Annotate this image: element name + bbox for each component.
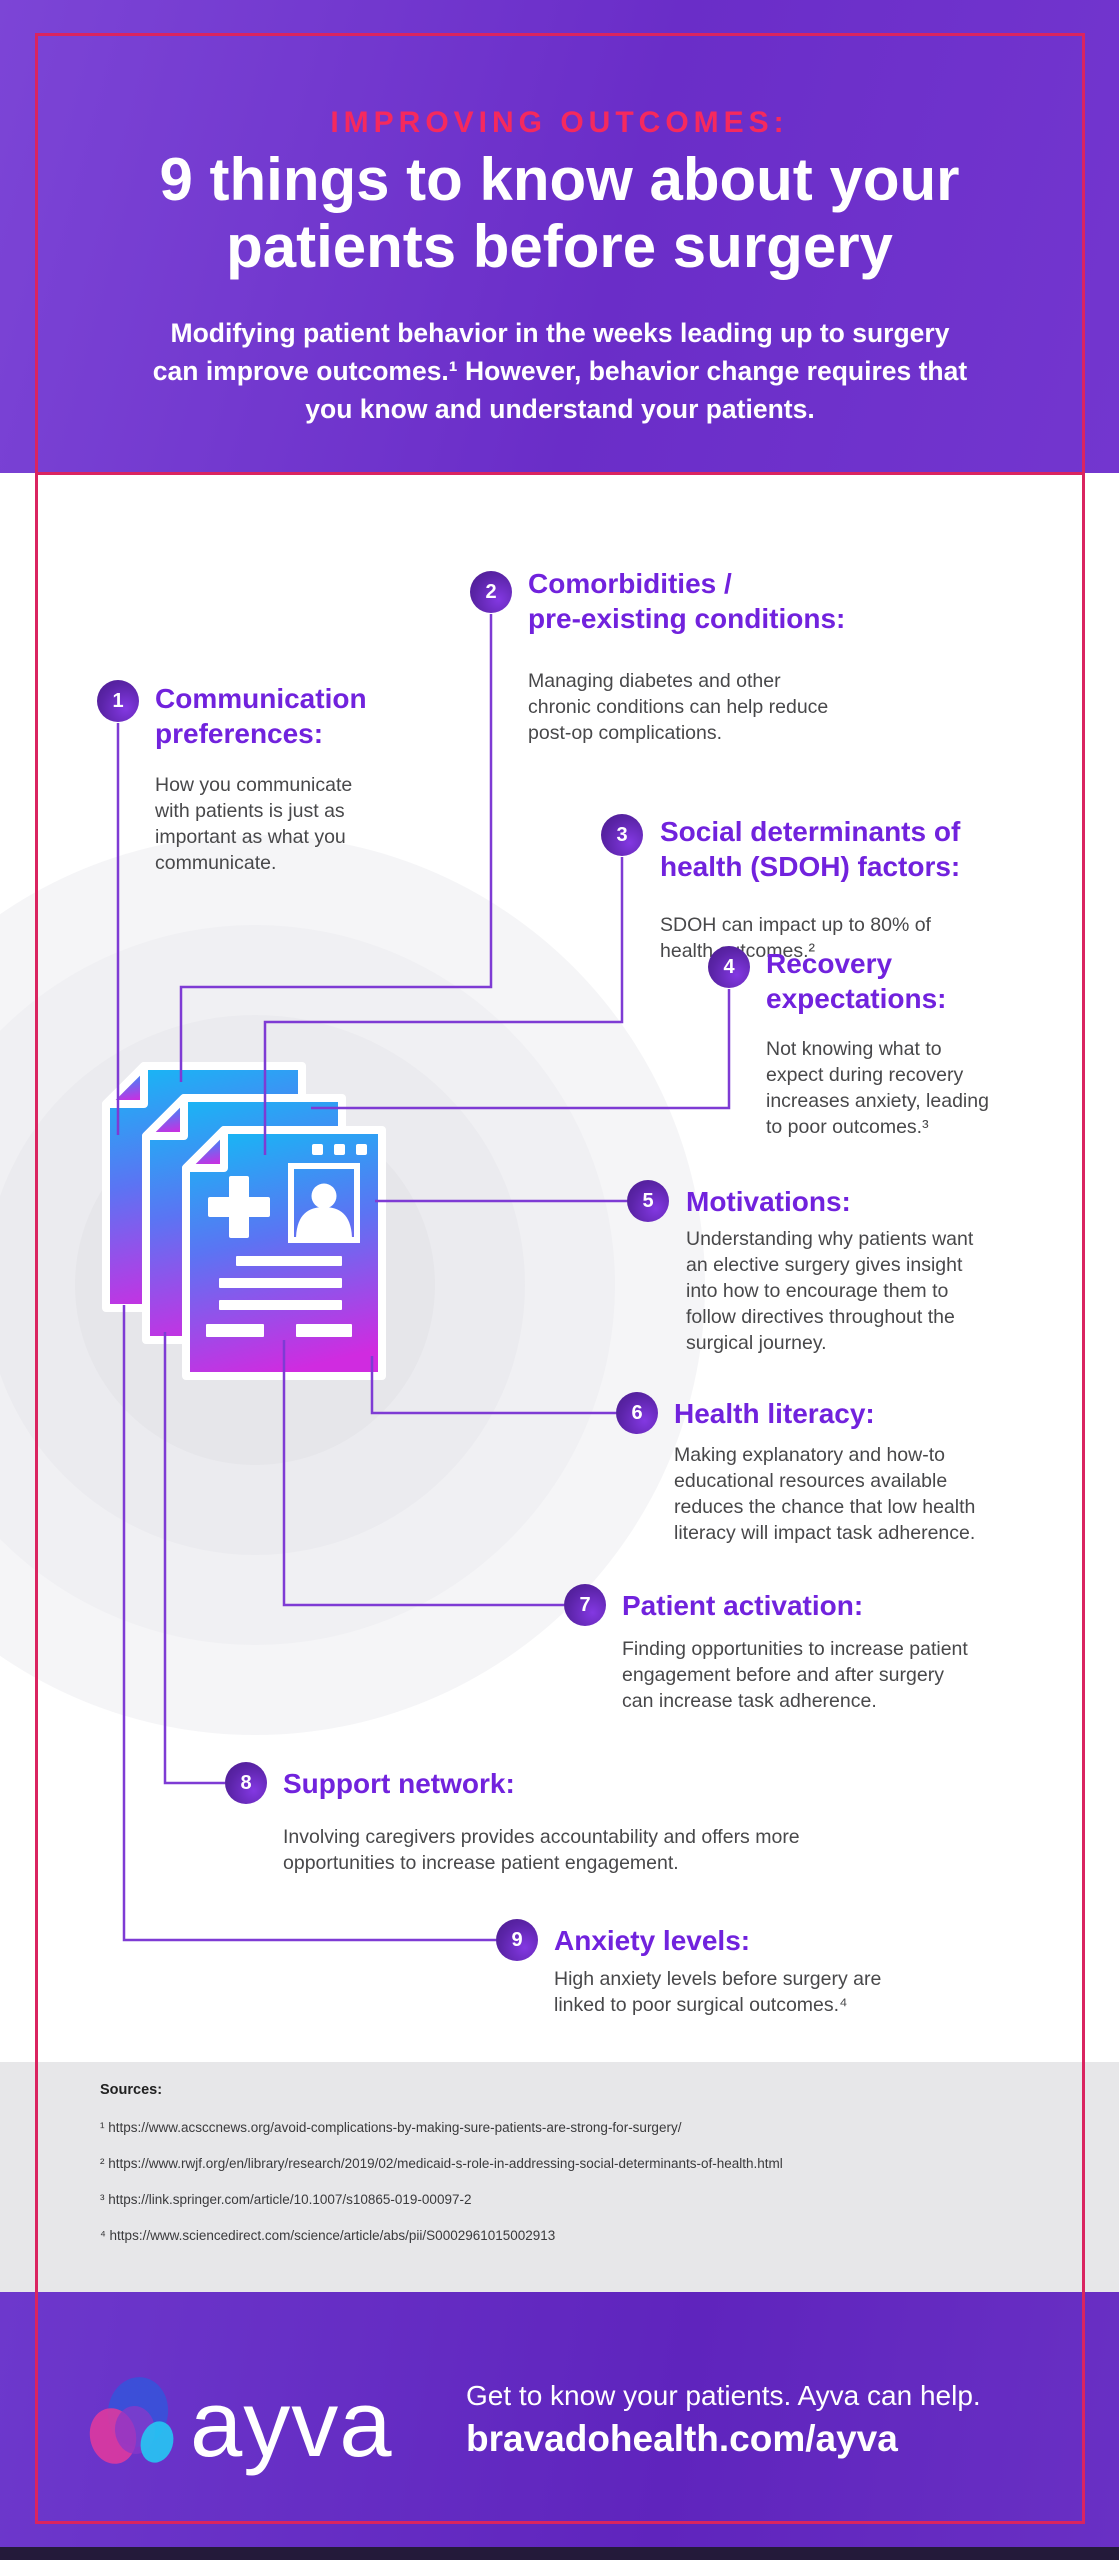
footer-bars	[206, 1324, 352, 1337]
patient-photo-icon	[288, 1163, 360, 1243]
source-link-3[interactable]: ³ https://link.springer.com/article/10.1…	[100, 2192, 472, 2207]
source-link-2[interactable]: ² https://www.rwjf.org/en/library/resear…	[100, 2156, 783, 2171]
item-4-body: Not knowing what to expect during recove…	[766, 1038, 989, 1138]
footer-url-link[interactable]: bravadohealth.com/ayva	[466, 2418, 898, 2459]
item-2-body: Managing diabetes and other chronic cond…	[528, 670, 829, 744]
item-6-body: Making explanatory and how-to educationa…	[674, 1444, 976, 1544]
header-divider-line	[35, 472, 1084, 475]
text-lines	[219, 1256, 342, 1310]
kicker-text: IMPROVING OUTCOMES:	[330, 106, 789, 139]
connector-line-7	[282, 1340, 564, 1607]
page-title: 9 things to know about your patients bef…	[159, 146, 960, 280]
footer-tagline: Get to know your patients. Ayva can help…	[466, 2380, 981, 2411]
frame-border-top	[35, 33, 1084, 36]
footer-bottom-strip	[0, 2547, 1119, 2560]
item-3-title: Social determinants of health (SDOH) fac…	[660, 816, 961, 882]
ayva-logo-wordmark: ayva	[190, 2371, 393, 2476]
connector-line-3	[263, 857, 624, 1155]
sources-section	[0, 2062, 1119, 2292]
frame-border-right	[1082, 33, 1085, 2524]
item-9-number: 9	[496, 1919, 538, 1961]
item-2-title: Comorbidities / pre-existing conditions:	[528, 568, 846, 634]
frame-border-bottom	[35, 2521, 1084, 2524]
item-5-body: Understanding why patients want an elect…	[686, 1228, 974, 1354]
item-7-body: Finding opportunities to increase patien…	[622, 1638, 968, 1712]
footer-banner	[0, 2292, 1119, 2560]
header-banner	[0, 0, 1119, 473]
connector-line-4	[311, 989, 731, 1110]
item-5-title: Motivations:	[686, 1186, 851, 1217]
item-9-title: Anxiety levels:	[554, 1925, 751, 1956]
connector-line-6	[370, 1356, 616, 1415]
item-2-number: 2	[470, 571, 512, 613]
item-4-number: 4	[708, 946, 750, 988]
item-1-body: How you communicate with patients is jus…	[155, 774, 353, 874]
item-1-number: 1	[97, 680, 139, 722]
item-7-title: Patient activation:	[622, 1590, 864, 1621]
document-details	[206, 1144, 367, 1337]
item-8-title: Support network:	[283, 1768, 515, 1799]
ayva-logo-icon	[89, 2377, 174, 2464]
item-3-number: 3	[601, 814, 643, 856]
item-4-title: Recovery expectations:	[766, 948, 947, 1014]
menu-dots-icon	[312, 1144, 367, 1155]
medical-cross-icon	[208, 1176, 270, 1238]
item-6-title: Health literacy:	[674, 1398, 875, 1429]
item-5-number: 5	[627, 1180, 669, 1222]
item-6-number: 6	[616, 1392, 658, 1434]
frame-border-left	[35, 33, 38, 2524]
sources-label: Sources:	[100, 2082, 163, 2098]
connector-line-8	[163, 1332, 225, 1785]
item-1-title: Communication preferences:	[155, 683, 367, 749]
item-8-body: Involving caregivers provides accountabi…	[283, 1826, 800, 1874]
item-8-number: 8	[225, 1762, 267, 1804]
item-7-number: 7	[564, 1584, 606, 1626]
item-9-body: High anxiety levels before surgery are l…	[554, 1968, 882, 2016]
source-link-1[interactable]: ¹ https://www.acsccnews.org/avoid-compli…	[100, 2120, 682, 2135]
patient-documents-illustration	[102, 1062, 386, 1380]
page-subtitle: Modifying patient behavior in the weeks …	[152, 318, 968, 424]
source-link-4[interactable]: ⁴ https://www.sciencedirect.com/science/…	[100, 2228, 556, 2243]
